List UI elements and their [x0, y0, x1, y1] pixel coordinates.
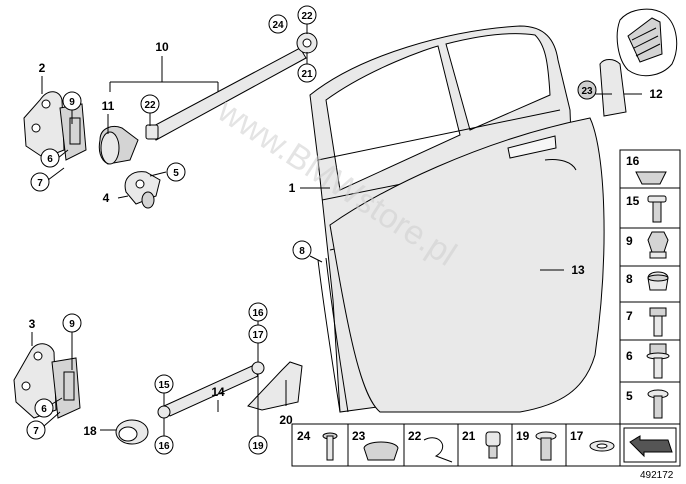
callout-6-upper: 6 [47, 154, 53, 165]
side-parts-panel: 16 15 9 8 7 6 5 [619, 149, 681, 431]
cap-nut-icon [647, 231, 669, 259]
callout-3: 3 [29, 317, 36, 331]
panel-label-15: 15 [626, 194, 640, 208]
callout-9-upper: 9 [69, 97, 75, 108]
hex-bolt-icon [649, 307, 667, 337]
strip-label-21: 21 [462, 429, 476, 443]
circled-callouts: 9 6 7 22 5 24 22 21 23 8 9 6 7 15 16 16 … [26, 5, 597, 455]
callout-7-upper: 7 [37, 178, 43, 189]
rubber-boot [98, 126, 139, 165]
callout-labels: 10 11 2 4 1 12 13 3 18 14 20 [29, 40, 663, 438]
callout-22-upper: 22 [144, 100, 156, 111]
diagram-number: 492172 [640, 470, 674, 481]
pin-icon [535, 431, 557, 461]
washer-icon [589, 440, 615, 452]
weather-strip [317, 257, 349, 413]
strip-label-17: 17 [570, 429, 584, 443]
panel-label-6: 6 [626, 349, 633, 363]
callout-17-mid: 17 [252, 330, 264, 341]
callout-15-lower: 15 [158, 380, 170, 391]
clip-icon [423, 437, 453, 463]
callout-19-lower: 19 [252, 441, 264, 452]
door-outer-panel [329, 117, 605, 413]
callout-11: 11 [102, 99, 115, 113]
callout-18: 18 [83, 424, 97, 438]
callout-6-lower: 6 [41, 404, 47, 415]
direction-arrow-icon [629, 435, 673, 458]
mounting-bracket [247, 361, 303, 411]
callout-16-mid: 16 [252, 308, 264, 319]
bottom-parts-strip: 24 23 22 21 19 17 [291, 423, 681, 467]
callout-7-lower: 7 [33, 426, 39, 437]
panel-label-7: 7 [626, 309, 633, 323]
upper-hinge [23, 91, 87, 161]
callout-14: 14 [211, 385, 225, 399]
strip-label-24: 24 [297, 429, 311, 443]
callout-24-upper: 24 [272, 20, 284, 31]
spacer-icon [485, 431, 501, 459]
check-bracket [124, 171, 161, 209]
callout-2: 2 [39, 61, 46, 75]
callout-21-upper: 21 [301, 69, 313, 80]
callout-8-upper: 8 [299, 246, 305, 257]
panel-label-5: 5 [626, 389, 633, 403]
strip-label-23: 23 [352, 429, 366, 443]
leader-lines [31, 22, 642, 436]
callout-12: 12 [649, 87, 663, 101]
callout-13: 13 [571, 263, 585, 277]
callout-20: 20 [279, 413, 293, 427]
panel-label-8: 8 [626, 272, 633, 286]
callout-10: 10 [155, 40, 169, 54]
callout-23-upper: 23 [581, 86, 593, 97]
grommet-icon [647, 271, 669, 291]
torx-screw-icon [647, 389, 669, 419]
rivet-icon [647, 195, 667, 223]
callout-4: 4 [103, 191, 110, 205]
callout-16-lower: 16 [158, 441, 170, 452]
stud-bolt-icon [322, 432, 338, 461]
plug-icon [363, 441, 399, 461]
plug-part-22 [145, 124, 159, 140]
strip-label-22: 22 [408, 429, 422, 443]
detail-inset [616, 8, 678, 77]
callout-5-upper: 5 [173, 168, 179, 179]
grommet-ring [115, 419, 149, 445]
callout-9-lower: 9 [69, 319, 75, 330]
clip-nut-icon [635, 171, 667, 185]
callout-22-top: 22 [301, 11, 313, 22]
strip-label-19: 19 [516, 429, 530, 443]
flange-bolt-icon [646, 343, 670, 379]
panel-label-16: 16 [626, 154, 640, 168]
callout-1: 1 [289, 181, 296, 195]
trim-piece [599, 59, 627, 117]
panel-label-9: 9 [626, 234, 633, 248]
